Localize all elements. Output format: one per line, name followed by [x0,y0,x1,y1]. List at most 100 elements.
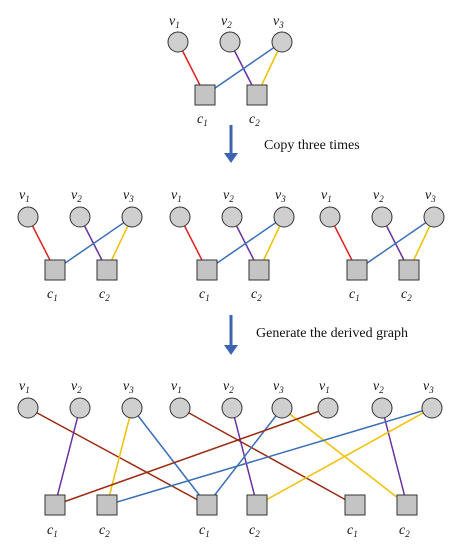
derived-edge-9 [54,407,329,506]
derived-v-node-4 [169,397,191,419]
derived-edge-1 [27,407,208,506]
copy2-v1-label-subscript: 1 [177,194,182,204]
copy2-v1-label: v1 [171,188,182,204]
copy1-v2-label-subscript: 2 [77,194,82,204]
copy1-v3-label-subscript: 3 [128,194,134,204]
copy1-c1-label-subscript: 1 [53,293,58,303]
derived-v-label-5: v2 [223,379,234,395]
derived-edge-10 [381,407,408,506]
copy2-c2-node [248,259,270,281]
top-c1-node [194,84,216,106]
copy2-v2-label: v2 [223,188,234,204]
copy3-v3-label: v3 [425,188,436,204]
top-v2-node [219,31,241,53]
derived-v-label-2: v2 [71,379,82,395]
top-c1-label: c1 [197,112,208,128]
copy3-v3-node [423,206,445,228]
derived-v-label-6-subscript: 3 [278,385,284,395]
copy3-edge-v3-c1 [356,216,435,271]
copy2-c2-label: c2 [251,287,262,303]
top-v1-label: v1 [169,14,180,30]
derived-c-node-5 [344,494,366,516]
derived-v-node-2 [69,397,91,419]
derived-edge-12 [256,407,433,506]
derived-edge-4 [131,407,208,506]
copy3-v1-node [319,206,341,228]
derived-edge-11 [106,407,433,506]
derived-v-label-1: v1 [19,379,30,395]
derived-v-label-7: v1 [319,379,330,395]
copy1-v1-node [17,206,39,228]
top-c2-label: c2 [249,112,260,128]
derived-edge-2 [54,407,81,506]
copy3-v3-label-subscript: 3 [430,194,436,204]
derived-c-label-4: c2 [249,523,260,539]
derived-v-label-4-subscript: 1 [177,385,182,395]
derived-edge-3 [106,407,133,506]
copy3-c1-label-subscript: 1 [355,293,360,303]
derived-v-label-9: v3 [423,379,434,395]
derived-v-label-6: v3 [273,379,284,395]
copy1-v3-node [121,206,143,228]
copy2-v1-node [169,206,191,228]
derived-v-label-3: v3 [123,379,134,395]
derived-v-label-5-subscript: 2 [229,385,234,395]
derived-c-label-5-subscript: 1 [353,529,358,539]
copy1-c2-label: c2 [99,287,110,303]
derived-c-label-1: c1 [47,523,58,539]
copy2-edge-v3-c1 [206,216,285,271]
derived-v-node-1 [17,397,39,419]
top-v3-label: v3 [273,14,284,30]
edges-layer [27,41,435,506]
copy1-v1-label-subscript: 1 [25,194,30,204]
top-edge-v3-c1 [204,41,283,96]
derive-arrow-icon [224,315,238,355]
derived-c-label-6-subscript: 2 [405,529,410,539]
derived-c-label-4-subscript: 2 [255,529,260,539]
copy3-v1-label: v1 [321,188,332,204]
copy3-v2-label: v2 [373,188,384,204]
labels-layer: v1 v2 v3 c1 c2 v1 v2 v3 c1 c2 v1 v2 v3 c1 c2 v1 v2 v3 c1 c2… [19,14,436,539]
derived-v-node-5 [221,397,243,419]
copy2-v3-label: v3 [275,188,286,204]
derived-v-label-1-subscript: 1 [25,385,30,395]
top-v2-label-subscript: 2 [227,20,232,30]
copy-caption: Copy three times [264,138,360,153]
copy3-c1-label: c1 [349,287,360,303]
copy3-c1-node [346,259,368,281]
copy2-v2-node [221,206,243,228]
copy2-v3-node [273,206,295,228]
copy3-c2-label: c2 [401,287,412,303]
derived-c-node-2 [96,494,118,516]
derived-c-node-3 [196,494,218,516]
top-c2-label-subscript: 2 [255,118,260,128]
top-c2-node [246,84,268,106]
derived-c-label-6: c2 [399,523,410,539]
copy1-v3-label: v3 [123,188,134,204]
copy3-c2-node [398,259,420,281]
copy3-c2-label-subscript: 2 [407,293,412,303]
derived-v-node-3 [121,397,143,419]
copy2-c1-label-subscript: 1 [205,293,210,303]
top-v3-label-subscript: 3 [278,20,284,30]
derived-c-node-6 [396,494,418,516]
copy3-v2-label-subscript: 2 [379,194,384,204]
derived-c-label-2-subscript: 2 [105,529,110,539]
derived-edge-7 [206,407,283,506]
top-v1-node [167,31,189,53]
copy2-v2-label-subscript: 2 [229,194,234,204]
derive-caption: Generate the derived graph [256,326,408,341]
derived-v-node-9 [421,397,443,419]
copy2-c2-label-subscript: 2 [257,293,262,303]
derived-v-label-4: v1 [171,379,182,395]
derived-v-label-2-subscript: 2 [77,385,82,395]
top-v1-label-subscript: 1 [175,20,180,30]
derived-c-label-3-subscript: 1 [205,529,210,539]
copy1-v2-label: v2 [71,188,82,204]
copy1-c1-node [44,259,66,281]
copy1-edge-v3-c1 [54,216,133,271]
derived-v-label-9-subscript: 3 [428,385,434,395]
derived-v-node-6 [271,397,293,419]
copy2-c1-label: c1 [199,287,210,303]
